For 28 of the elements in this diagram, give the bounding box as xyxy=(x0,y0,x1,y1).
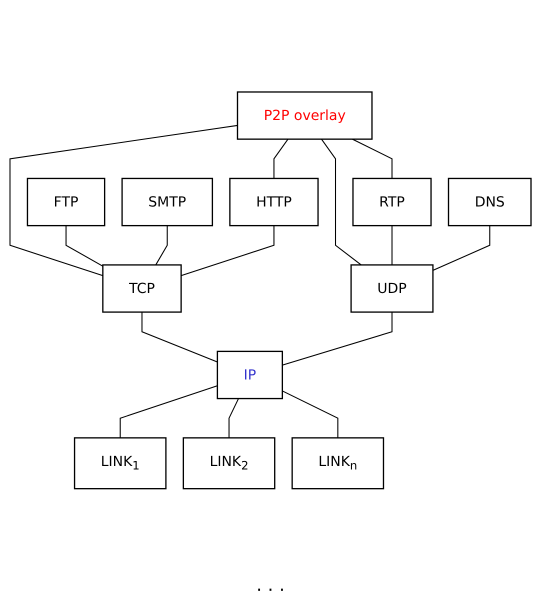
connector xyxy=(66,225,104,266)
connector xyxy=(352,138,393,178)
connector xyxy=(9,124,238,276)
node-box xyxy=(352,177,432,226)
node-box xyxy=(350,264,434,312)
node-box xyxy=(448,177,532,226)
connector xyxy=(141,312,218,362)
node-box xyxy=(216,350,284,399)
connector xyxy=(432,225,490,271)
connector xyxy=(155,225,168,265)
node-box xyxy=(229,177,319,226)
node-box xyxy=(74,436,167,489)
node-box xyxy=(292,436,384,489)
ellipsis-note: · · · xyxy=(256,580,285,601)
connector xyxy=(273,138,288,178)
node-box xyxy=(121,177,214,226)
connector xyxy=(228,398,239,438)
network-stack-diagram: P2P overlay FTP SMTP HTTP RTP DNS TCP UDP IP LINK$_{1}$ LINK$_{2}$ LINK$_{n}$ xyxy=(3,84,538,496)
node-box xyxy=(26,177,106,226)
node-box xyxy=(102,264,182,312)
connector xyxy=(120,384,218,438)
connector xyxy=(321,138,362,266)
node-box xyxy=(182,436,276,489)
node-box xyxy=(236,91,373,140)
connector xyxy=(282,312,393,366)
connector xyxy=(391,225,393,265)
connector xyxy=(180,225,274,276)
connector xyxy=(282,390,338,438)
